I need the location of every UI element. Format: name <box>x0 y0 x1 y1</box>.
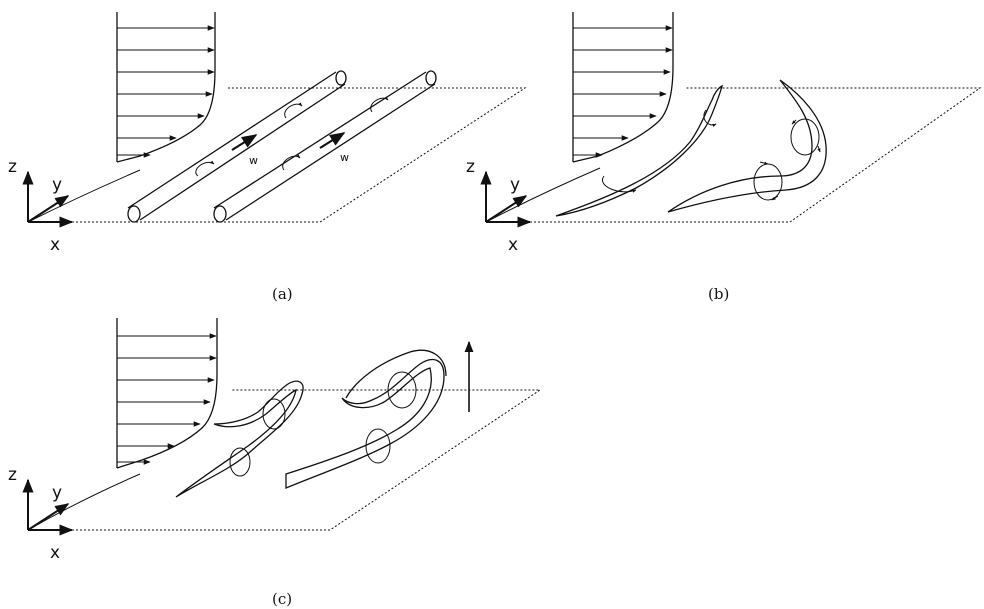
panel-a: w w z y x (a) <box>8 12 525 303</box>
ground-plane <box>28 390 540 530</box>
axis-y-label: y <box>510 175 520 195</box>
vortex-filament <box>556 86 722 216</box>
hairpin-vortex <box>286 350 446 488</box>
panel-a-caption: (a) <box>272 285 293 303</box>
panel-c: z y x (c) <box>8 318 540 608</box>
coordinate-axes <box>28 480 72 530</box>
plane-edge <box>486 168 600 222</box>
vorticity-label: w <box>340 151 349 164</box>
coordinate-axes <box>28 172 72 222</box>
velocity-profile <box>117 12 215 162</box>
ground-plane <box>28 88 525 222</box>
axis-x-label: x <box>508 235 518 255</box>
hairpin-vortex <box>176 381 303 497</box>
axis-z-label: z <box>8 157 17 177</box>
panel-b-caption: (b) <box>708 285 729 303</box>
axis-z-label: z <box>466 157 475 177</box>
vorticity-label: w <box>249 154 258 167</box>
axis-z-label: z <box>8 465 17 485</box>
axis-y-label: y <box>52 175 62 195</box>
coordinate-axes <box>486 172 530 222</box>
plane-edge <box>28 474 140 530</box>
vortex-tube <box>214 71 436 222</box>
ground-plane <box>486 88 980 222</box>
velocity-profile <box>117 318 217 468</box>
velocity-profile <box>573 12 673 162</box>
axis-x-label: x <box>50 235 60 255</box>
panel-b: z y x (b) <box>466 12 980 303</box>
axis-y-label: y <box>52 483 62 503</box>
plane-edge <box>28 170 140 222</box>
axis-x-label: x <box>50 543 60 563</box>
panel-c-caption: (c) <box>272 590 292 608</box>
